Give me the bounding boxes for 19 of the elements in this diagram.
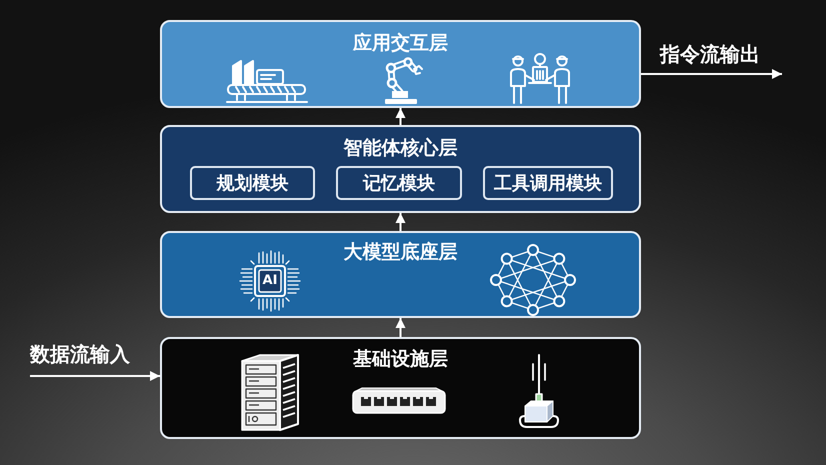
- layer-panel: [160, 20, 641, 108]
- module-box: 规划模块: [190, 166, 315, 200]
- layer-title: 大模型底座层: [342, 240, 458, 264]
- arrow: [641, 69, 782, 79]
- arrow: [396, 108, 406, 125]
- layer-panel: [160, 337, 641, 439]
- arrow: [30, 371, 160, 381]
- edge-label: 指令流输出: [660, 42, 760, 66]
- module-box: 工具调用模块: [483, 166, 613, 200]
- layer-title: 基础设施层: [352, 347, 449, 371]
- arrow: [396, 318, 406, 337]
- arrow: [396, 213, 406, 231]
- edge-label: 数据流输入: [30, 342, 130, 366]
- layer-title: 智能体核心层: [342, 136, 458, 160]
- chip-label: AI: [262, 273, 278, 289]
- layer-title: 应用交互层: [352, 31, 449, 55]
- module-box: 记忆模块: [336, 166, 462, 200]
- layer-panel: [160, 125, 641, 213]
- layer-panel: [160, 231, 641, 318]
